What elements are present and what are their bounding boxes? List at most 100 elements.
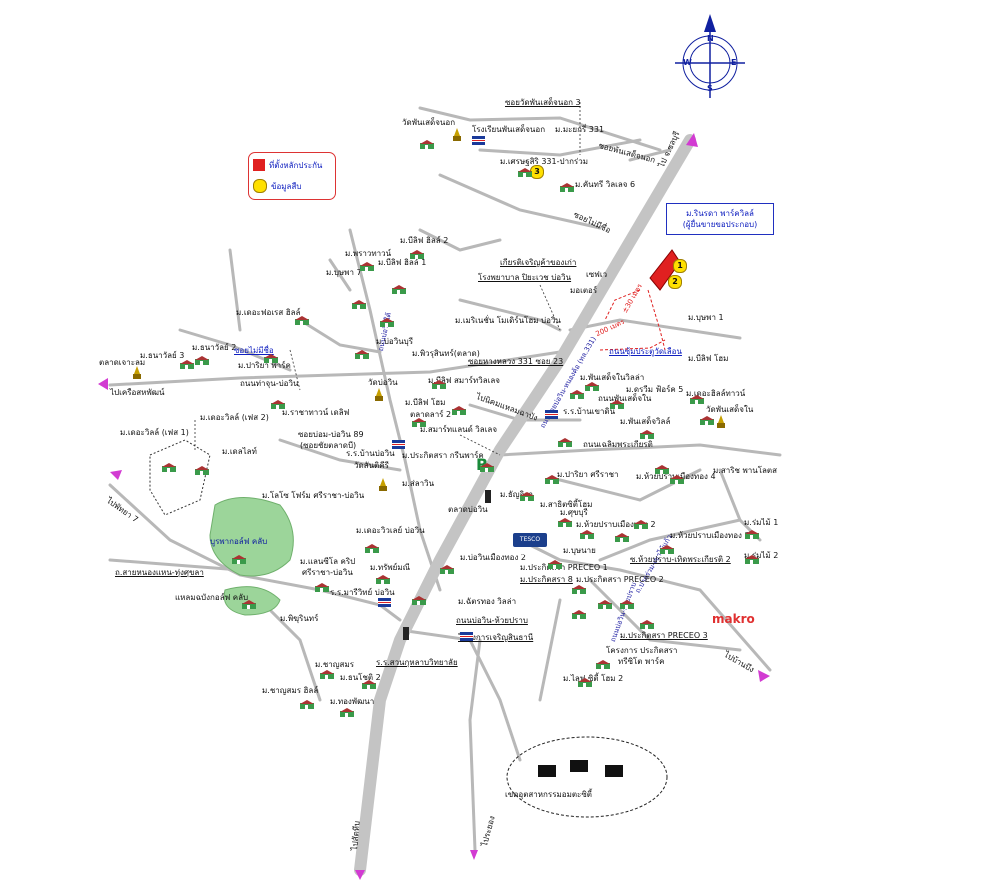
school-icon [545,410,558,419]
house-icon [572,585,586,594]
house-icon [380,318,394,327]
house-icon [440,565,454,574]
house-icon [340,708,354,717]
amata-city-label: เขตอุตสาหกรรมอมตะซิตี้ [505,790,592,799]
house-icon [315,583,329,592]
label-smart-land: ม.สมาร์ทแลนด์ วิลเลจ [420,425,498,434]
label-huaiprap-3: ม.ห้วยปราบเมืองทอง 3 [670,531,750,540]
label-soi-no-name: ซอยไม่มีชื่อ [234,346,274,355]
house-icon [548,560,562,569]
house-icon [700,416,714,425]
house-icon [634,520,648,529]
label-laemchabang-golf: แหลมฉบังกอล์ฟ คลับ [175,593,249,602]
house-icon [596,660,610,669]
label-hospital: โรงพยาบาล ปิยะเวช บ่อวิน [478,273,572,282]
house-icon [655,465,669,474]
house-icon [264,354,278,363]
label-rd-phan-nai: ถนนพันเสด็จใน [598,394,652,403]
tesco-lotus-logo: TESCO Lotus [513,533,547,557]
label-loso-home: ม.โลโซ โฟร์ม ศรีราชา-บ่อวิน [262,491,365,500]
label-motor: มอเตอร์ [570,286,598,295]
house-icon [412,596,426,605]
school-icon [460,632,473,641]
temple-icon [375,388,383,401]
info-swatch [253,179,267,193]
label-rommai-2: ม.ร่มไม้ 2 [744,551,779,560]
label-burapha-golf: บูรพากอล์ฟ คลับ [210,537,268,546]
house-icon [620,600,634,609]
house-icon [690,395,704,404]
house-icon [360,262,374,271]
house-icon [162,463,176,472]
label-lif-2: ม.พราวทาวน์ [345,249,392,258]
callout-line2: (ผู้ยื่นขายขอประกอบ) [682,220,758,229]
label-talad-bowin: ตลาดบ่อวิน [448,505,488,514]
label-wat-phan-nok: วัดพันเสด็จนอก [402,118,456,127]
temple-icon [453,128,461,141]
label-bowin-huaiprap: ถนนบ่อวิน-ห้วยปราบ [456,616,528,625]
house-icon [300,700,314,709]
label-thanon-tajun: ถนนท่าจุน-บ่อวิน [240,379,299,388]
house-icon [518,168,532,177]
label-sukhaburi: ม.ศุขบุรี [560,508,588,517]
house-icon [585,382,599,391]
label-huaiprap-2: ม.ห้วยปราบเมืองทอง 2 [576,520,656,529]
label-wat-phan-nai: วัดพันเสด็จใน [706,405,754,414]
label-soom-pratu: ถนนซุ้มประตูวัดเลือน [609,347,682,356]
label-sarith: ม.สาริช พานโลตส [713,466,777,475]
house-icon [745,530,759,539]
label-pivarus: ม.พิวรุสินทร์(ตลาด) [412,349,480,358]
house-icon [545,475,559,484]
label-the-ville-2: ม.เดอะวิลล์ (เฟส 2) [200,413,269,422]
label-thongpattana: ม.ทองพัฒนา [330,697,375,706]
school-icon [378,598,391,607]
house-icon [355,350,369,359]
house-icon [352,300,366,309]
label-talad-lar: ตลาดลาร์ 2 [410,410,452,419]
label-preceo-1: ม.ประกิตสรา PRECEO 1 [520,563,608,572]
school-icon [392,440,405,449]
label-pariya-sriracha: ม.ปาริยา ศรีราชา [557,470,619,479]
house-icon [242,600,256,609]
label-sathit-city: ม.สาธิตซิตี้โฮม [540,500,593,509]
label-suankularb: ร.ร.สวนกุหลาบวิทยาลัย [376,658,458,667]
label-pracha-green: ม.ประกิตสรา กรีนพาร์ค [402,451,484,460]
house-icon [410,250,424,259]
label-soi-huaiprap: ซ.ห้วยปราบ-เทิดพระเกียรติ 2 [630,555,731,564]
house-icon [560,183,574,192]
label-life-city: ม.ไลฟ ซิตี้ โฮม 2 [563,674,624,683]
legend-collateral: ที่ตั้งหลักประกัน [269,160,323,170]
label-lif-3: ม.บีลิฟ ฮิลล์ 1 [378,258,427,267]
house-icon [362,680,376,689]
label-bowin-muangthong: ม.บ่อวินเมืองทอง 2 [460,553,526,562]
house-icon [745,555,759,564]
marker-3: 3 [530,165,544,179]
callout-line1: ม.รินรดา พาร์ควิลล์ [686,209,754,218]
label-kiatcharoen: เกียรติเจริญค้าของเก่า [500,258,577,267]
label-soi-bom-2: (ซอยชัยตลาดบี) [300,441,357,450]
label-sriracha-bowin: ศรีราชา-บ่อวิน [302,568,353,577]
label-phikhurin: ม.พิฆุรินทร์ [280,614,319,623]
house-icon [392,285,406,294]
label-school-phan: โรงเรียนพันเสด็จนอก [472,125,546,134]
label-wat-bowin: วัดบ่อวิน [368,378,398,387]
label-chattong: ม.ฉัตรทอง วิลล่า [458,597,517,606]
house-icon [180,360,194,369]
label-blif-home: ม.บีลิฟ โฮม [688,354,729,363]
label-charoen-sin: โครงการเจริญสินธานี [458,633,534,642]
label-tree-city: ทรีซิโต พาร์ค [618,657,665,666]
label-thanchira: ม.ธัญจิรา [500,490,533,499]
school-icon [472,136,485,145]
house-icon [420,140,434,149]
house-icon [195,356,209,365]
label-forest: ม.เดอะฟอเรส ฮิลล์ [236,308,301,317]
marker-2: 2 [668,275,682,289]
label-salawin: ม.ส่ลาวิน [402,479,435,488]
house-icon [558,518,572,527]
house-icon [610,400,624,409]
house-icon [660,545,674,554]
label-lancilo: ม.แลนซีโล คริป [300,557,356,566]
house-icon [412,418,426,427]
label-sap-1: ม.มะยกรี่ 331 [555,125,605,134]
